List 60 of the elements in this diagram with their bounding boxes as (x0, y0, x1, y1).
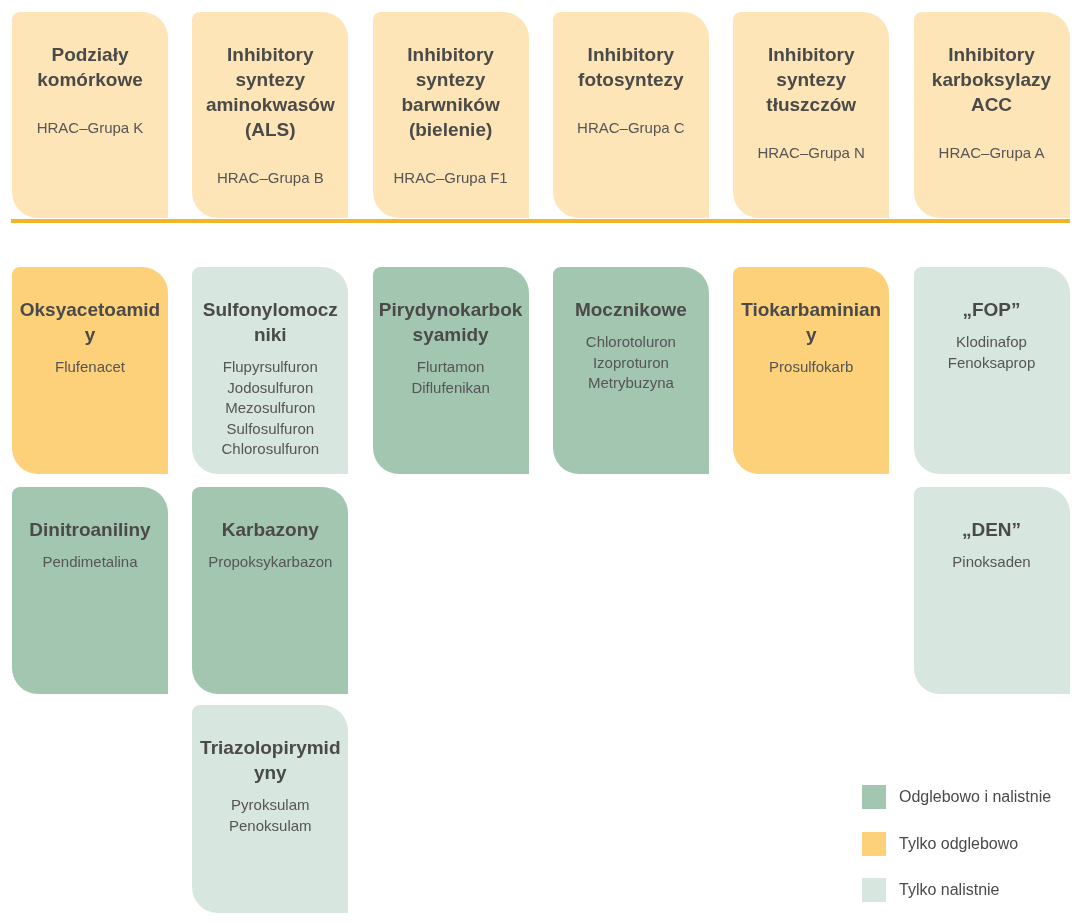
substance-name: Izoproturon (592, 352, 669, 373)
card-title: Karbazony (221, 518, 319, 542)
category-header-card (372, 12, 529, 218)
herbicide-group-card (192, 267, 349, 474)
substance-name: Chlorosulfuron (221, 439, 320, 459)
substance-name: Pinoksaden (952, 552, 1031, 572)
card-title: Sulfonylomoczniki (201, 298, 339, 347)
card-title: Inhibitory syntezy barwników (bielenie) (400, 43, 501, 142)
substance-name: Propoksykarbazon (208, 552, 333, 572)
card-title: Oksyacetoamidy (18, 298, 162, 347)
substance-name: Metrybuzyna (587, 373, 674, 393)
category-header-card (12, 12, 168, 218)
card-title: Inhibitory fotosyntezy (577, 43, 685, 92)
substance-name: Pyroksulam (231, 795, 310, 815)
card-title: Inhibitory syntezy tłuszczów (765, 43, 858, 117)
herbicide-group-card (372, 267, 529, 474)
card-title: Dinitroaniliny (29, 518, 151, 542)
substance-name: Flurtamon (416, 357, 485, 377)
category-header-card (913, 12, 1070, 218)
card-title: „DEN” (961, 518, 1022, 542)
legend-label: Odglebowo i nalistnie (899, 788, 1052, 806)
card-title: „FOP” (962, 298, 1021, 322)
category-header-card (733, 12, 890, 218)
card-title: Mocznikowe (574, 298, 687, 322)
substance-name: Diflufenikan (411, 377, 490, 398)
category-header-card (552, 12, 709, 218)
herbicide-group-card (913, 267, 1070, 474)
card-title: Podziały komórkowe (36, 43, 144, 92)
substance-name: Jodosulfuron (227, 377, 314, 398)
herbicide-group-card (12, 267, 168, 474)
legend-label: Tylko nalistnie (899, 881, 1000, 899)
substance-name: Fenoksaprop (947, 352, 1036, 373)
substance-name: Chlorotoluron (585, 332, 676, 352)
substance-name: Pendimetalina (42, 552, 138, 572)
herbicide-group-card (913, 487, 1070, 694)
category-header-card (192, 12, 349, 218)
substance-name: Klodinafop (956, 332, 1027, 352)
card-title: Pirydynokarboksyamidy (378, 298, 523, 347)
herbicide-group-card (733, 267, 890, 474)
substance-name: Penoksulam (229, 815, 312, 836)
card-title: Inhibitory syntezy aminokwasów (ALS) (204, 43, 336, 142)
group-code: HRAC–Grupa A (938, 143, 1045, 163)
group-code: HRAC–Grupa F1 (393, 168, 508, 188)
card-title: Tiokarbaminiany (740, 298, 883, 347)
substance-name: Flufenacet (54, 357, 125, 377)
herbicide-group-card (552, 267, 709, 474)
substance-name: Flupyrsulfuron (222, 357, 318, 377)
card-title: Inhibitory karboksylazy ACC (930, 43, 1053, 117)
group-code: HRAC–Grupa N (757, 143, 865, 163)
herbicide-group-card (192, 487, 349, 694)
herbicide-group-card (192, 705, 349, 913)
group-code: HRAC–Grupa K (36, 118, 144, 138)
substance-name: Sulfosulfuron (226, 418, 315, 439)
group-code: HRAC–Grupa C (577, 118, 685, 138)
substance-name: Prosulfokarb (769, 357, 854, 377)
group-code: HRAC–Grupa B (216, 168, 324, 188)
substance-name: Mezosulfuron (225, 398, 316, 418)
legend-label: Tylko odglebowo (899, 834, 1019, 853)
card-title: Triazolopirymidyny (199, 736, 342, 785)
herbicide-group-card (12, 487, 168, 694)
